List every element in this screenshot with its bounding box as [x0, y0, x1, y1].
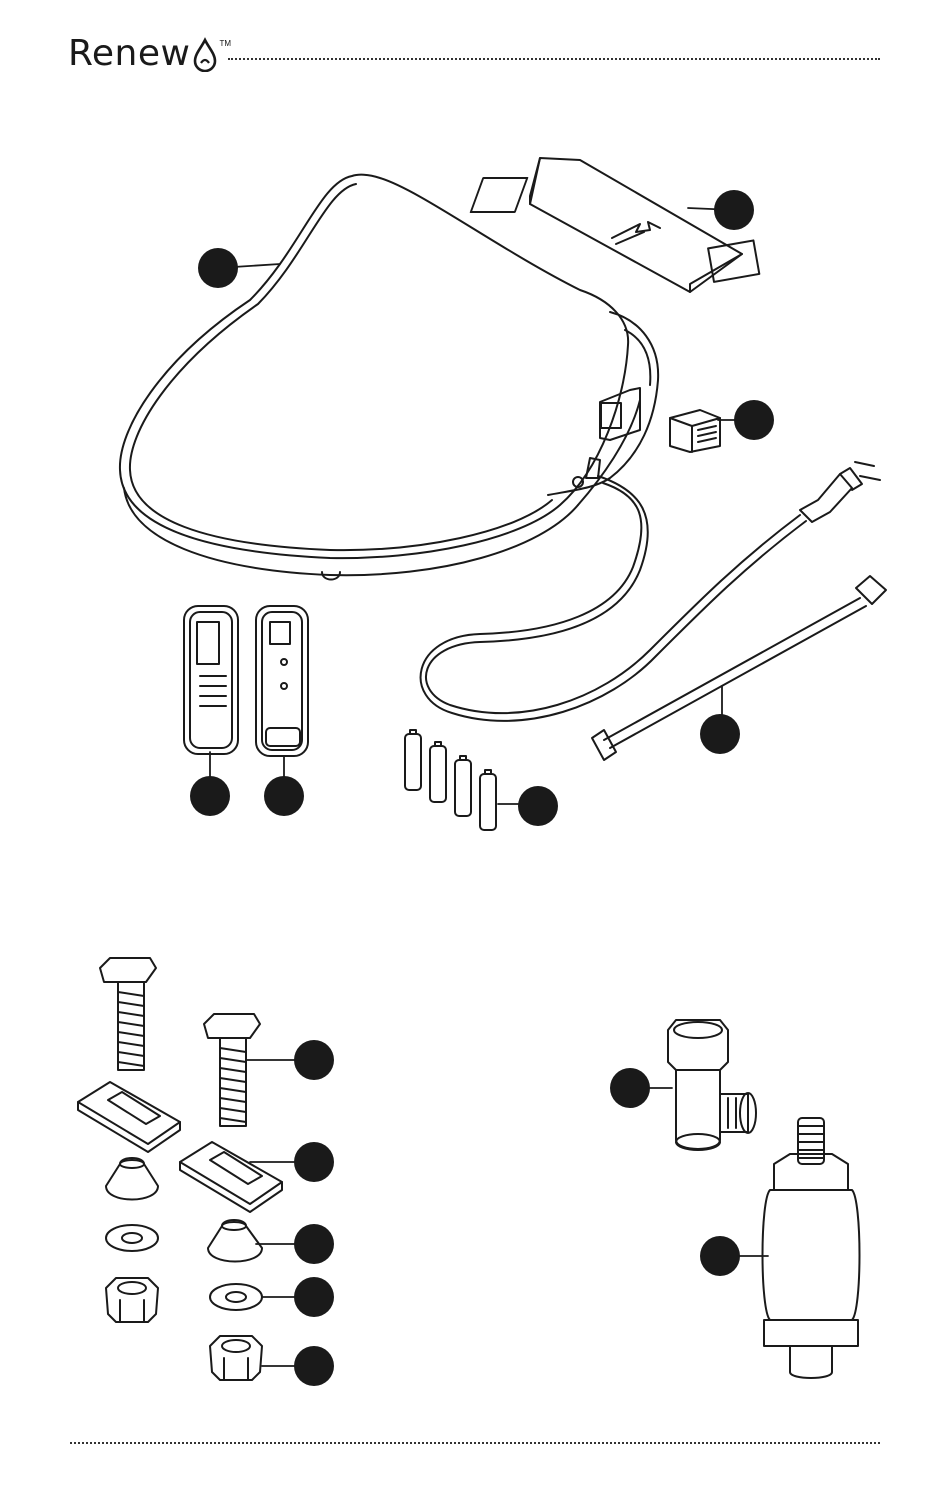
callout-anchors [294, 1142, 334, 1182]
callout-markers [190, 190, 774, 1386]
bolt-right-illustration [204, 1014, 260, 1126]
callout-remote [190, 776, 230, 816]
callout-filter [734, 400, 774, 440]
cone-washer-left-illustration [106, 1158, 158, 1200]
callout-waterfilter [700, 1236, 740, 1276]
callout-bolts [294, 1040, 334, 1080]
nut-left-illustration [106, 1278, 158, 1322]
callout-holder [264, 776, 304, 816]
callout-batteries [518, 786, 558, 826]
wall-holder-illustration [256, 606, 308, 756]
callout-seat [198, 248, 238, 288]
remote-control-illustration [184, 606, 238, 754]
power-cord-illustration [421, 462, 880, 721]
batteries-illustration [405, 730, 496, 830]
seat-illustration [120, 175, 658, 580]
mounting-plate-illustration [471, 158, 759, 292]
callout-plate [714, 190, 754, 230]
deodorizer-filter-illustration [670, 410, 720, 452]
callout-tvalve [610, 1068, 650, 1108]
callout-cones [294, 1224, 334, 1264]
cone-washer-right-illustration [208, 1220, 262, 1262]
nut-right-illustration [210, 1336, 262, 1380]
flat-washer-right-illustration [210, 1284, 262, 1310]
t-valve-illustration [668, 1020, 756, 1150]
callout-hose [700, 714, 740, 754]
callout-washers [294, 1277, 334, 1317]
flat-washer-left-illustration [106, 1225, 158, 1251]
footer-rule [70, 1442, 880, 1444]
bolt-left-illustration [100, 958, 156, 1070]
anchor-right-illustration [180, 1142, 282, 1212]
anchor-left-illustration [78, 1082, 180, 1152]
callout-nuts [294, 1346, 334, 1386]
water-filter-illustration [763, 1118, 860, 1378]
